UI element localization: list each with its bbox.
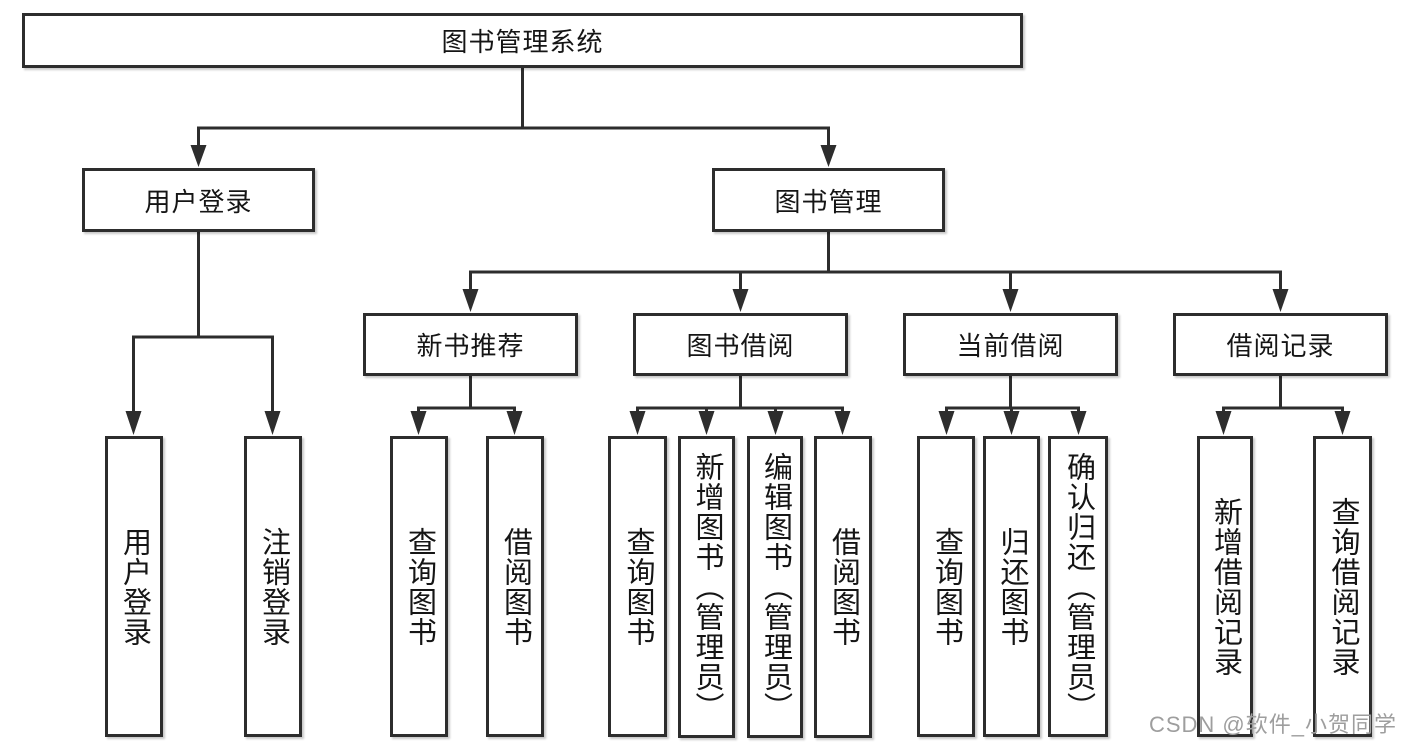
leaf-cb-query-books: 查询图书: [917, 436, 975, 737]
leaf-cb-return-books: 归还图书: [983, 436, 1040, 737]
leaf-label: 注销登录: [257, 526, 290, 647]
leaf-logout: 注销登录: [244, 436, 302, 737]
leaf-label: 编辑图书（管理员）: [759, 452, 792, 722]
leaf-label: 确认归还（管理员）: [1062, 451, 1095, 722]
leaf-label: 查询图书: [930, 526, 963, 647]
leaf-label: 新增借阅记录: [1209, 496, 1242, 677]
leaf-br-query-record: 查询借阅记录: [1313, 436, 1372, 737]
leaf-label: 查询借阅记录: [1327, 496, 1359, 677]
leaf-label: 查询图书: [403, 526, 436, 647]
node-new-book-recommend: 新书推荐: [363, 313, 578, 376]
node-label: 图书管理: [774, 186, 883, 217]
leaf-label: 借阅图书: [827, 527, 860, 647]
leaf-label: 归还图书: [996, 526, 1028, 647]
leaf-bb-add-books-admin: 新增图书（管理员）: [678, 436, 735, 738]
leaf-label: 借阅图书: [499, 526, 532, 647]
leaf-label: 查询图书: [622, 526, 654, 647]
leaf-user-login: 用户登录: [105, 436, 163, 737]
node-label: 新书推荐: [416, 331, 525, 361]
leaf-label: 新增图书（管理员）: [691, 452, 723, 722]
leaf-bb-borrow-books: 借阅图书: [814, 436, 872, 738]
node-book-management: 图书管理: [712, 168, 945, 232]
leaf-label: 用户登录: [118, 526, 151, 647]
leaf-bb-query-books: 查询图书: [608, 436, 667, 737]
leaf-br-add-record: 新增借阅记录: [1197, 436, 1253, 737]
node-label: 图书管理系统: [441, 27, 604, 57]
node-label: 用户登录: [144, 186, 253, 217]
leaf-nb-borrow-books: 借阅图书: [486, 436, 544, 737]
node-library-system: 图书管理系统: [22, 13, 1023, 68]
node-user-login: 用户登录: [82, 168, 315, 232]
node-label: 当前借阅: [956, 331, 1065, 361]
node-borrowing-records: 借阅记录: [1173, 313, 1388, 376]
node-label: 借阅记录: [1226, 331, 1335, 361]
leaf-nb-query-books: 查询图书: [390, 436, 448, 737]
leaf-cb-confirm-return-admin: 确认归还（管理员）: [1048, 436, 1108, 737]
node-label: 图书借阅: [686, 331, 795, 361]
node-current-borrowing: 当前借阅: [903, 313, 1118, 376]
watermark: CSDN @软件_小贺同学: [1148, 712, 1397, 737]
arrowheads: [125, 145, 1351, 435]
connector-paths: [132, 68, 1344, 413]
leaf-bb-edit-books-admin: 编辑图书（管理员）: [747, 436, 803, 738]
node-book-borrowing: 图书借阅: [633, 313, 848, 376]
